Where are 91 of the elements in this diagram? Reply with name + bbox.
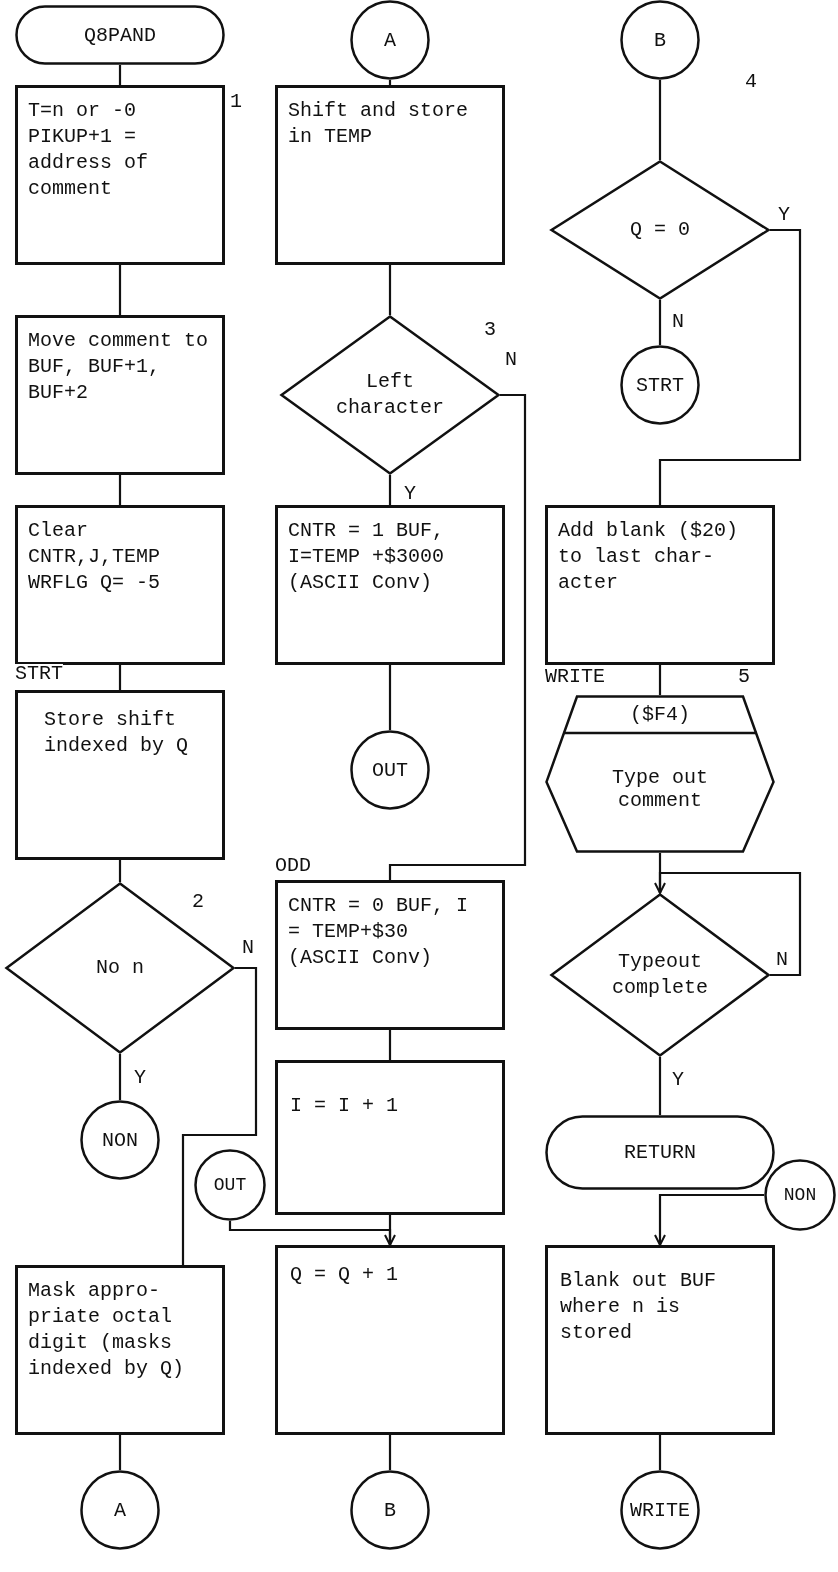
process-text: CNTR = 1 BUF, I=TEMP +$3000 (ASCII Conv): [288, 518, 446, 596]
process-text: Clear CNTR,J,TEMP WRFLG Q= -5: [28, 518, 162, 596]
decision-text: Left character: [334, 369, 445, 421]
decision-diamond: [5, 882, 235, 1054]
connector-line: [388, 1030, 392, 1060]
process-box: [545, 1245, 775, 1435]
connector-line: [388, 1215, 392, 1245]
connector-line: [388, 80, 392, 85]
connector-label: NON: [102, 1128, 138, 1152]
decision-diamond: [280, 315, 500, 475]
connector-line: [658, 1057, 662, 1115]
arrow: [654, 871, 802, 977]
connector-line: [388, 1435, 392, 1470]
connector-line: [658, 300, 662, 345]
connector-line: [118, 265, 122, 315]
process-text: T=n or -0 PIKUP+1 = address of comment: [28, 98, 150, 202]
connector-line: [118, 1054, 122, 1100]
connector-line: [388, 475, 392, 505]
connector-line: [658, 665, 662, 695]
connector-circle: [350, 730, 430, 810]
process-box: [275, 1245, 505, 1435]
edge-label: N: [776, 950, 788, 970]
edge-label: N: [505, 350, 517, 370]
connector-line: [118, 475, 122, 505]
process-text: Store shift indexed by Q: [44, 707, 190, 759]
decision-text: Q = 0: [630, 217, 690, 243]
connector-circle: [194, 1149, 266, 1221]
connector-line: [118, 860, 122, 882]
process-text: Blank out BUF where n is stored: [560, 1268, 718, 1346]
edge-label: N: [242, 938, 254, 958]
decision-text: Typeout complete: [611, 949, 709, 1001]
display-text: Type out comment: [611, 766, 709, 812]
process-text: I = I + 1: [290, 1093, 400, 1119]
display-code: ($F4): [629, 703, 691, 726]
process-box: [15, 1265, 225, 1435]
process-box: [275, 1060, 505, 1215]
edge-label: Y: [404, 484, 416, 504]
arrow: [228, 1221, 396, 1246]
connector-label: B: [654, 28, 666, 52]
process-text: CNTR = 0 BUF, I = TEMP+$30 (ASCII Conv): [288, 893, 470, 971]
process-box: [15, 85, 225, 265]
process-box: [545, 505, 775, 665]
connector-circle: [620, 345, 700, 425]
process-box: [15, 505, 225, 665]
edge-label: Y: [672, 1070, 684, 1090]
process-box: [275, 505, 505, 665]
connector-circle: [350, 0, 430, 80]
connector-line: [658, 1435, 662, 1470]
decision-diamond: [550, 893, 770, 1057]
process-text: Add blank ($20) to last char- acter: [558, 518, 740, 596]
process-box: [15, 315, 225, 475]
edge-label: Y: [134, 1068, 146, 1088]
connector-line: [658, 80, 662, 160]
process-box: [275, 880, 505, 1030]
connector-line: [388, 265, 392, 315]
process-text: Shift and store in TEMP: [288, 98, 470, 150]
connector-label: A: [384, 28, 396, 52]
process-text: Q = Q + 1: [290, 1262, 400, 1288]
connector-label: NON: [783, 1185, 817, 1205]
connector-line: [388, 665, 392, 730]
edge-label: Y: [778, 205, 790, 225]
process-box: [275, 85, 505, 265]
connector-circle: [80, 1100, 160, 1180]
connector-label: B: [384, 1498, 396, 1522]
connector-line: [181, 966, 258, 1265]
arrow: [654, 1193, 764, 1246]
connector-line: [118, 665, 122, 690]
edge-label: N: [672, 312, 684, 332]
connector-circle: [620, 0, 700, 80]
connector-line: [658, 228, 802, 505]
terminal-text: Q8PAND: [84, 23, 156, 47]
connector-label: OUT: [213, 1175, 247, 1195]
decision-diamond: [550, 160, 770, 300]
connector-line: [118, 65, 122, 85]
connector-label: OUT: [372, 758, 408, 782]
connector-label: STRT: [636, 373, 684, 397]
connector-line: [118, 1435, 122, 1470]
terminal-shape: [545, 1115, 775, 1190]
process-box: [15, 690, 225, 860]
process-text: Mask appro- priate octal digit (masks indexed by Q): [28, 1278, 186, 1382]
connector-circle: [620, 1470, 700, 1550]
connector-circle: [764, 1159, 836, 1231]
connector-circle: [350, 1470, 430, 1550]
connector-line: [388, 393, 527, 880]
process-text: Move comment to BUF, BUF+1, BUF+2: [28, 328, 210, 406]
display-shape: [545, 695, 775, 853]
decision-text: No n: [96, 955, 144, 981]
terminal-text: RETURN: [624, 1141, 696, 1164]
connector-circle: [80, 1470, 160, 1550]
connector-label: A: [114, 1498, 126, 1522]
connector-label: WRITE: [630, 1498, 690, 1522]
